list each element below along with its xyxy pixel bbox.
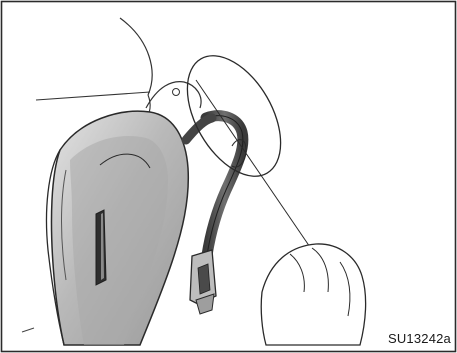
seat-belt-webbing bbox=[206, 116, 243, 262]
figure-code: SU13242a bbox=[388, 331, 451, 346]
anchor-bolt bbox=[173, 89, 180, 96]
latch-slot bbox=[198, 264, 210, 294]
roof-line bbox=[120, 18, 152, 95]
belt-upper-run bbox=[186, 118, 212, 140]
window-line bbox=[36, 92, 150, 100]
floor-tick bbox=[22, 328, 34, 332]
